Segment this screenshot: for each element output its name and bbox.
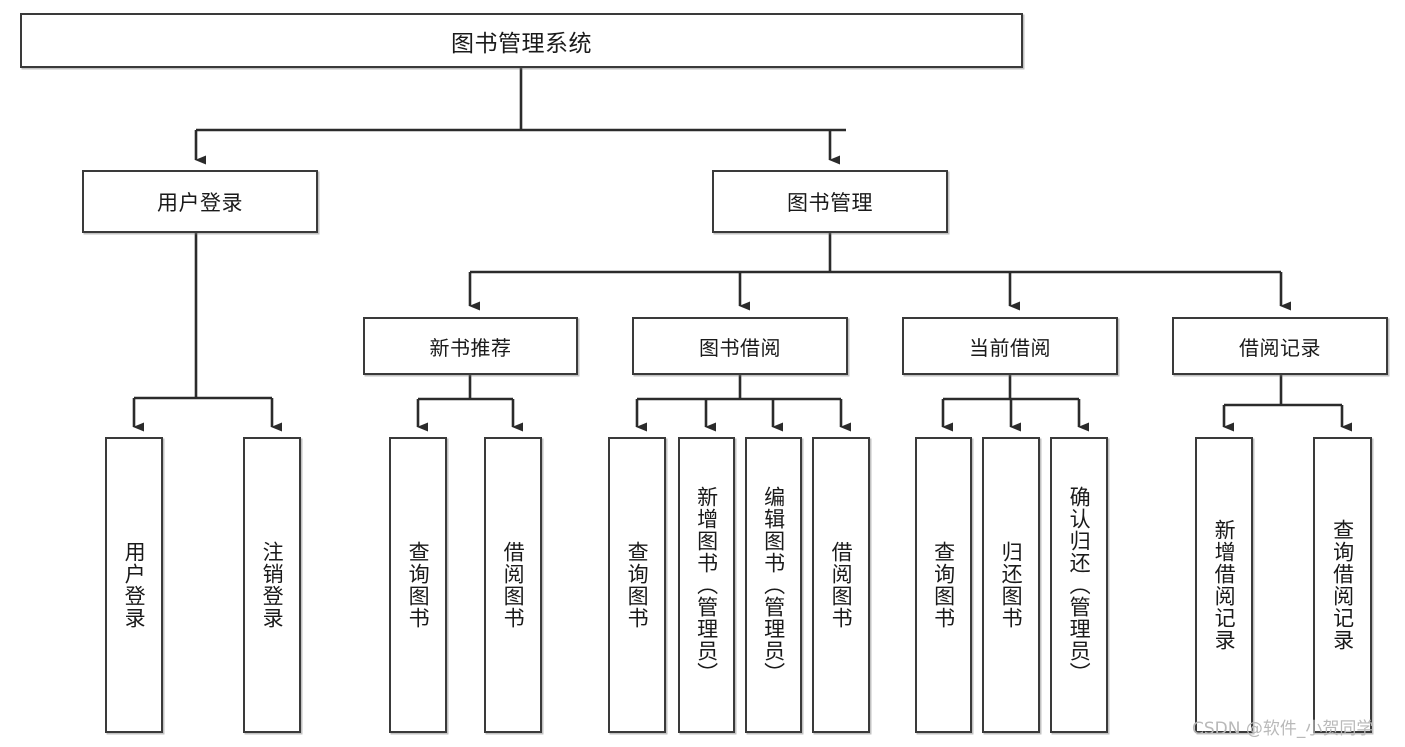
node-current-borrow[interactable]: 当前借阅 <box>902 317 1118 375</box>
leaf-book-borrow-1-label: 查询图书 <box>625 541 650 629</box>
leaf-user-login-2[interactable]: 注销登录 <box>243 437 301 733</box>
leaf-user-login-1[interactable]: 用户登录 <box>105 437 163 733</box>
leaf-book-borrow-4[interactable]: 借阅图书 <box>812 437 870 733</box>
leaf-current-borrow-3-label: 确认归还（管理员） <box>1067 486 1092 684</box>
leaf-book-borrow-3-label: 编辑图书（管理员） <box>761 486 786 684</box>
leaf-new-book-1-label: 查询图书 <box>406 541 431 629</box>
node-user-login[interactable]: 用户登录 <box>82 170 318 233</box>
leaf-current-borrow-2[interactable]: 归还图书 <box>982 437 1040 733</box>
node-current-borrow-label: 当前借阅 <box>969 335 1051 360</box>
leaf-current-borrow-2-label: 归还图书 <box>999 541 1024 629</box>
leaf-book-borrow-2-label: 新增图书（管理员） <box>694 486 719 684</box>
leaf-book-borrow-1[interactable]: 查询图书 <box>608 437 666 733</box>
leaf-borrow-record-2-label: 查询借阅记录 <box>1330 519 1355 651</box>
node-borrow-record-label: 借阅记录 <box>1239 335 1321 360</box>
leaf-book-borrow-4-label: 借阅图书 <box>829 541 854 629</box>
node-book-borrow[interactable]: 图书借阅 <box>632 317 848 375</box>
node-new-book-recommend[interactable]: 新书推荐 <box>363 317 578 375</box>
leaf-book-borrow-2[interactable]: 新增图书（管理员） <box>678 437 735 733</box>
node-book-management[interactable]: 图书管理 <box>712 170 948 233</box>
leaf-new-book-2-label: 借阅图书 <box>501 541 526 629</box>
leaf-borrow-record-2[interactable]: 查询借阅记录 <box>1313 437 1372 733</box>
node-user-login-label: 用户登录 <box>157 190 243 215</box>
node-root-system[interactable]: 图书管理系统 <box>20 13 1023 68</box>
leaf-current-borrow-3[interactable]: 确认归还（管理员） <box>1050 437 1108 733</box>
node-book-management-label: 图书管理 <box>787 190 873 215</box>
leaf-user-login-1-label: 用户登录 <box>122 541 147 629</box>
leaf-borrow-record-1[interactable]: 新增借阅记录 <box>1195 437 1253 733</box>
node-borrow-record[interactable]: 借阅记录 <box>1172 317 1388 375</box>
node-book-borrow-label: 图书借阅 <box>699 335 781 360</box>
leaf-new-book-1[interactable]: 查询图书 <box>389 437 447 733</box>
leaf-book-borrow-3[interactable]: 编辑图书（管理员） <box>745 437 802 733</box>
leaf-current-borrow-1-label: 查询图书 <box>931 541 956 629</box>
leaf-user-login-2-label: 注销登录 <box>260 541 285 629</box>
node-new-book-recommend-label: 新书推荐 <box>429 335 512 360</box>
leaf-borrow-record-1-label: 新增借阅记录 <box>1212 519 1237 651</box>
leaf-new-book-2[interactable]: 借阅图书 <box>484 437 542 733</box>
node-root-system-label: 图书管理系统 <box>451 30 592 57</box>
leaf-current-borrow-1[interactable]: 查询图书 <box>915 437 972 733</box>
